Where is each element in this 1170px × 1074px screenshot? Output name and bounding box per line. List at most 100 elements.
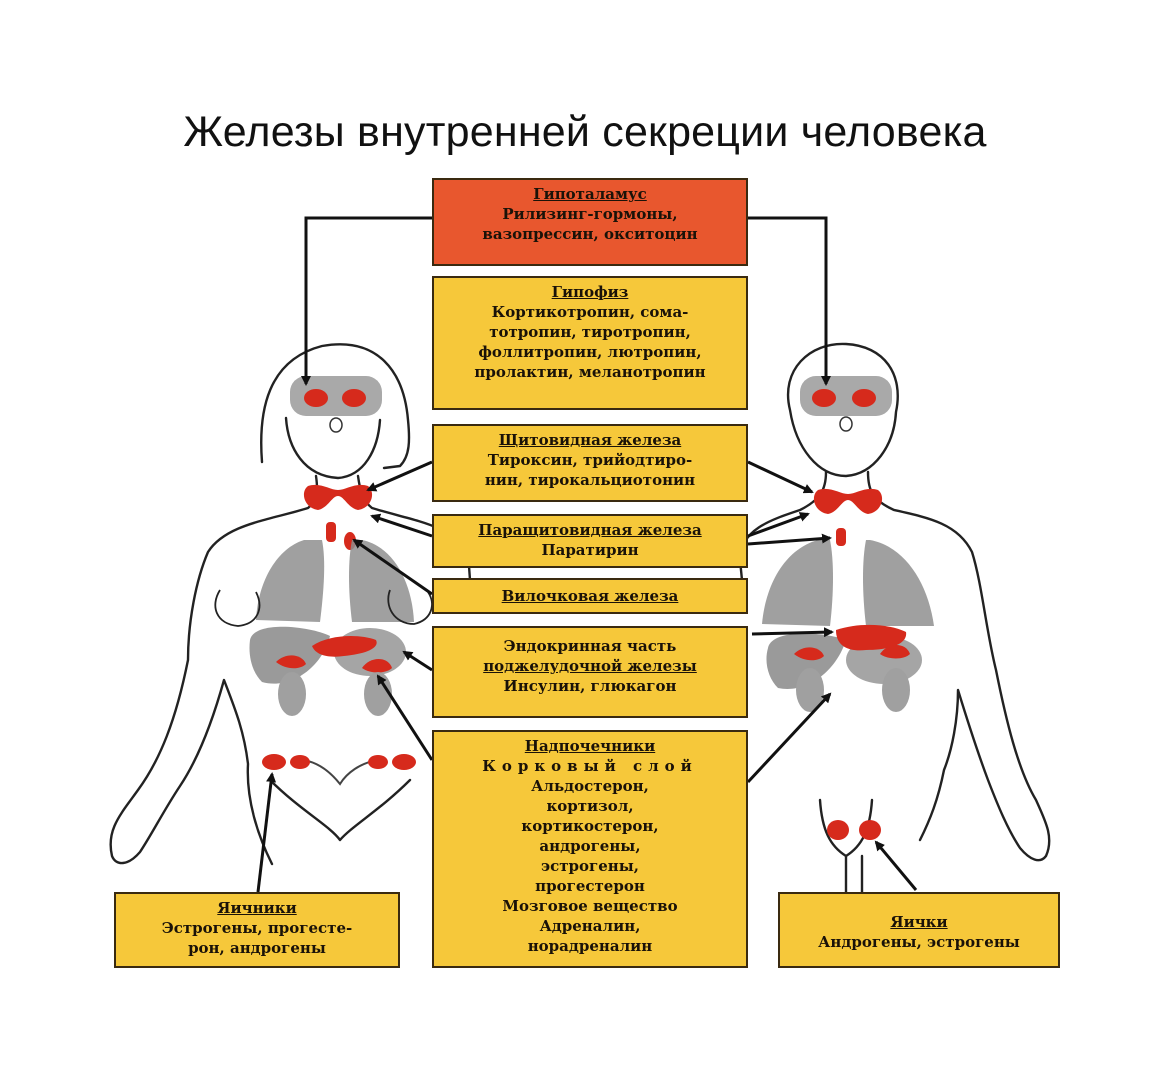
male-kidney-left [796, 668, 824, 712]
female-adrenal-left [276, 655, 306, 669]
adrenals-cortex-6: прогестерон [535, 877, 645, 895]
testes-hormones-1: Андрогены, эстрогены [818, 933, 1020, 951]
male-adrenal-left [794, 647, 824, 661]
adrenals-cortex-2: кортизол, [546, 797, 634, 815]
adrenals-cortex-3: кортикостерон, [521, 817, 659, 835]
female-lung-left [256, 540, 325, 622]
female-thyroid [303, 484, 373, 510]
parathyroid-name: Паращитовидная железа [478, 521, 702, 539]
page-title: Железы внутренней секреции человека [183, 108, 987, 156]
hypothalamus-name: Гипоталамус [533, 185, 647, 203]
arrow-thyroid-female [366, 460, 433, 492]
connector-lines [256, 216, 918, 893]
adrenals-medulla: Мозговое вещество [502, 897, 678, 915]
male-pituitary-right [852, 389, 876, 407]
female-kidney-left [278, 672, 306, 716]
adrenals-box: Надпочечники Корковый слой Альдостерон, … [432, 730, 748, 968]
testes-box: Яички Андрогены, эстрогены [778, 892, 1060, 968]
arrow-pancreas-female [402, 650, 433, 672]
male-body-right-outline [866, 470, 1051, 862]
adrenals-cortex: Корковый слой [482, 757, 698, 775]
arrow-ovaries [256, 772, 277, 893]
pancreas-line1: Эндокринная часть [503, 637, 677, 655]
ovaries-hormones-2: рон, андрогены [188, 939, 326, 957]
arrow-parathyroid-male-2 [747, 533, 832, 546]
hypothalamus-box: Гипоталамус Рилизинг-гормоны, вазопресси… [432, 178, 748, 266]
male-adrenal-right [880, 645, 910, 659]
ovaries-box: Яичники Эстрогены, прогесте- рон, андрог… [114, 892, 400, 968]
adrenals-medulla-1: Адреналин, [539, 917, 641, 935]
male-pancreas [836, 624, 907, 651]
arrow-parathyroid-female [370, 513, 433, 538]
adrenals-cortex-5: эстрогены, [540, 857, 640, 875]
hypothalamus-hormones-1: Рилизинг-гормоны, [502, 205, 678, 223]
arrow-hypothalamus-female [301, 216, 432, 386]
female-ovary-right [290, 755, 310, 769]
adrenals-cortex-1: Альдостерон, [531, 777, 649, 795]
male-liver [766, 633, 846, 689]
arrow-parathyroid-male [747, 512, 810, 538]
female-pituitary-right [342, 389, 366, 407]
female-pituitary-left [304, 389, 328, 407]
pituitary-hormones-1: Кортикотропин, сома- [491, 303, 689, 321]
female-lung-right [349, 540, 414, 622]
parathyroid-box: Паращитовидная железа Паратирин [432, 514, 748, 568]
testes-name: Яички [890, 913, 948, 931]
pancreas-hormones-1: Инсулин, глюкагон [503, 677, 677, 695]
male-head-outline [787, 342, 899, 478]
male-pituitary-left [812, 389, 836, 407]
adrenals-name: Надпочечники [524, 737, 656, 755]
female-parathyroid [326, 522, 336, 542]
male-testis-left [827, 820, 849, 840]
male-testis-right [859, 820, 881, 840]
female-hip-outline [268, 778, 412, 842]
pituitary-box: Гипофиз Кортикотропин, сома- тотропин, т… [432, 276, 748, 410]
thymus-box: Вилочковая железа [432, 578, 748, 614]
ovaries-name: Яичники [217, 899, 297, 917]
male-lung-left [762, 540, 833, 626]
adrenals-medulla-2: норадреналин [527, 937, 653, 955]
male-kidney-right [882, 668, 910, 712]
arrow-thymus-female [352, 538, 433, 596]
pituitary-hormones-3: фоллитропин, лютропин, [478, 343, 702, 361]
thyroid-hormones-1: Тироксин, трийодтиро- [487, 451, 693, 469]
pancreas-name: поджелудочной железы [483, 657, 697, 675]
arrow-testes [874, 840, 918, 891]
pancreas-box: Эндокринная часть поджелудочной железы И… [432, 626, 748, 718]
female-liver [249, 626, 330, 684]
female-pancreas [312, 636, 377, 657]
arrow-adrenals-male [746, 692, 832, 784]
female-adrenal-right [362, 659, 392, 673]
hypothalamus-hormones-2: вазопрессин, окситоцин [482, 225, 698, 243]
female-ovary-right2 [368, 755, 388, 769]
pituitary-name: Гипофиз [551, 283, 629, 301]
thyroid-box: Щитовидная железа Тироксин, трийодтиро- … [432, 424, 748, 502]
arrow-hypothalamus-male [748, 216, 831, 386]
male-lung-right [863, 540, 934, 626]
pituitary-hormones-4: пролактин, меланотропин [474, 363, 706, 381]
male-parathyroid [836, 528, 846, 546]
female-ovary-left [262, 754, 286, 770]
female-hair-outline [260, 343, 411, 470]
female-ovary-right3 [392, 754, 416, 770]
thyroid-name: Щитовидная железа [498, 431, 682, 449]
arrow-adrenals-female [376, 674, 434, 761]
thymus-name: Вилочковая железа [501, 587, 679, 605]
female-uterus [301, 759, 381, 786]
arrow-thyroid-male [747, 460, 814, 494]
thyroid-hormones-2: нин, тирокальциотонин [484, 471, 696, 489]
parathyroid-hormones-1: Паратирин [541, 541, 639, 559]
female-nose [329, 417, 343, 433]
ovaries-hormones-1: Эстрогены, прогесте- [161, 919, 353, 937]
female-face-outline [284, 416, 382, 480]
female-breast-left [214, 589, 261, 627]
arrow-pancreas-male [751, 627, 834, 638]
female-breast-right [387, 589, 433, 625]
female-body-outline [109, 474, 319, 866]
male-nose [839, 416, 853, 432]
female-brain [290, 376, 382, 416]
adrenals-cortex-4: андрогены, [539, 837, 641, 855]
male-thyroid [813, 488, 883, 514]
pituitary-hormones-2: тотропин, тиротропин, [489, 323, 691, 341]
